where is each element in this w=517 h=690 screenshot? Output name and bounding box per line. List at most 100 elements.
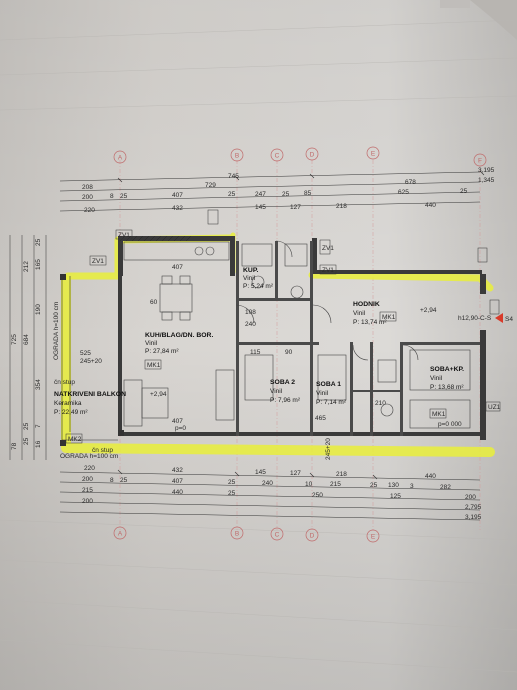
- dim: 220: [84, 465, 95, 472]
- dim: 7: [35, 424, 42, 428]
- room-floor-roomkp: Vinil: [430, 375, 443, 382]
- room-labels: KUH/BLAG/DN. BOR. Vinil P: 27,84 m² KUP.…: [54, 267, 464, 416]
- paper-ruling: [0, 19, 517, 673]
- room-area-roomkp: P: 13,68 m²: [430, 384, 464, 391]
- dim: 200: [465, 494, 476, 501]
- dim: 3: [410, 483, 414, 490]
- dim: 16: [35, 440, 42, 448]
- room-area-balcony: P: 22,49 m²: [54, 409, 88, 416]
- dim: 212: [23, 261, 30, 272]
- dim: 165: [35, 259, 42, 270]
- dim: 130: [388, 482, 399, 489]
- room-name-room2: SOBA 2: [270, 379, 295, 386]
- dim: 25: [460, 188, 468, 195]
- dim: 218: [336, 471, 347, 478]
- railing-label: OGRADA h=100 cm: [60, 453, 118, 460]
- dim: 220: [84, 207, 95, 214]
- level-label: +2,94: [150, 391, 167, 398]
- dim: 10: [305, 481, 313, 488]
- tag-zv1: ZV1: [92, 258, 104, 265]
- axis-label: E: [371, 151, 376, 158]
- dim: 25: [228, 490, 236, 497]
- dim: 684: [23, 334, 30, 345]
- tag-labels: ZV1 ZV1 ZV1 MK1 MK1 MK1 MK2 UZ1 ZV1: [68, 232, 501, 443]
- dim: 208: [82, 184, 93, 191]
- axis-bubbles-top: A B C D E F: [113, 146, 487, 167]
- paper-edge: [440, 0, 470, 8]
- dim: 190: [35, 304, 42, 315]
- dim: 250: [312, 492, 323, 499]
- tag-mk1: MK1: [147, 362, 161, 369]
- wall-hatch: [119, 235, 192, 242]
- room-name-kitchen: KUH/BLAG/DN. BOR.: [145, 332, 213, 339]
- room-area-kitchen: P: 27,84 m²: [145, 348, 179, 355]
- dim: 25: [23, 422, 30, 430]
- axis-label: A: [118, 531, 123, 538]
- room-name-room1: SOBA 1: [316, 381, 341, 388]
- dim: 407: [172, 264, 183, 271]
- room-area-hall: P: 13,74 m²: [353, 319, 387, 326]
- dim: 2,795: [465, 504, 482, 511]
- axis-label: C: [275, 153, 280, 160]
- tag-zv1: ZV1: [322, 267, 334, 274]
- room-area-room2: P: 7,96 m²: [270, 397, 301, 404]
- dim: 729: [205, 182, 216, 189]
- axis-label: F: [478, 158, 482, 165]
- dim: 3,195: [465, 514, 482, 521]
- dim: 678: [405, 179, 416, 186]
- dim: 115: [250, 349, 261, 356]
- dim: 247: [255, 191, 266, 198]
- axis-bubbles-bottom: A B C D E: [113, 526, 380, 543]
- exterior-walls: [118, 236, 486, 440]
- axis-label: C: [275, 532, 280, 539]
- axis-label: B: [235, 153, 239, 160]
- room-area-pantry: P: 5,24 m²: [243, 283, 274, 290]
- dim: 240: [245, 321, 256, 328]
- left-dimension-lines: [9, 235, 47, 460]
- dim: 8: [110, 193, 114, 200]
- dim: 407: [172, 478, 183, 485]
- dim: 127: [290, 470, 301, 477]
- axis-label: B: [235, 531, 239, 538]
- dim: 245+20: [80, 358, 102, 365]
- misc-labels: OGRADA h=100 cm OGRADA h=100 cm čn stup …: [53, 264, 492, 460]
- column-label: čn stup: [92, 447, 113, 454]
- room-floor-pantry: Vinil: [243, 275, 256, 282]
- dim: 354: [35, 379, 42, 390]
- axis-label: A: [118, 155, 123, 162]
- room-name-hall: HODNIK: [353, 301, 380, 308]
- axis-label: D: [310, 533, 315, 540]
- dim: 85: [304, 190, 312, 197]
- left-dimension-text: 25 165 212 725 684 190 354 7 78 25 16 25: [11, 238, 42, 450]
- section-marker-label: S4: [505, 316, 513, 323]
- dim: 8: [110, 477, 114, 484]
- dim: 407: [172, 418, 183, 425]
- window-markers: [207, 209, 500, 315]
- tag-mk1: MK1: [432, 411, 446, 418]
- dim: 625: [398, 189, 409, 196]
- interior-walls: [236, 241, 480, 436]
- dim: 725: [11, 334, 18, 345]
- column-label: čn stup: [54, 379, 75, 386]
- dim: 25: [35, 238, 42, 246]
- axis-label: D: [310, 152, 315, 159]
- axis-label: E: [371, 534, 376, 541]
- dim: 525: [80, 350, 91, 357]
- dim: 25: [370, 482, 378, 489]
- dim: 200: [82, 476, 93, 483]
- dim: 125: [390, 493, 401, 500]
- bottom-dimension-lines: [59, 471, 481, 521]
- room-floor-kitchen: Vinil: [145, 340, 158, 347]
- room-floor-balcony: Keramika: [54, 400, 82, 407]
- room-area-room1: P: 7,14 m²: [316, 399, 347, 406]
- paper-corner: [470, 0, 517, 40]
- dim: 145: [255, 204, 266, 211]
- level-label: +2,94: [420, 307, 437, 314]
- tag-mk2: MK2: [68, 436, 82, 443]
- dim: 90: [285, 349, 293, 356]
- room-name-roomkp: SOBA+KP.: [430, 366, 464, 373]
- dim: 407: [172, 192, 183, 199]
- dim: 465: [315, 415, 326, 422]
- dim: 200: [82, 498, 93, 505]
- dim: p=0 000: [438, 421, 462, 428]
